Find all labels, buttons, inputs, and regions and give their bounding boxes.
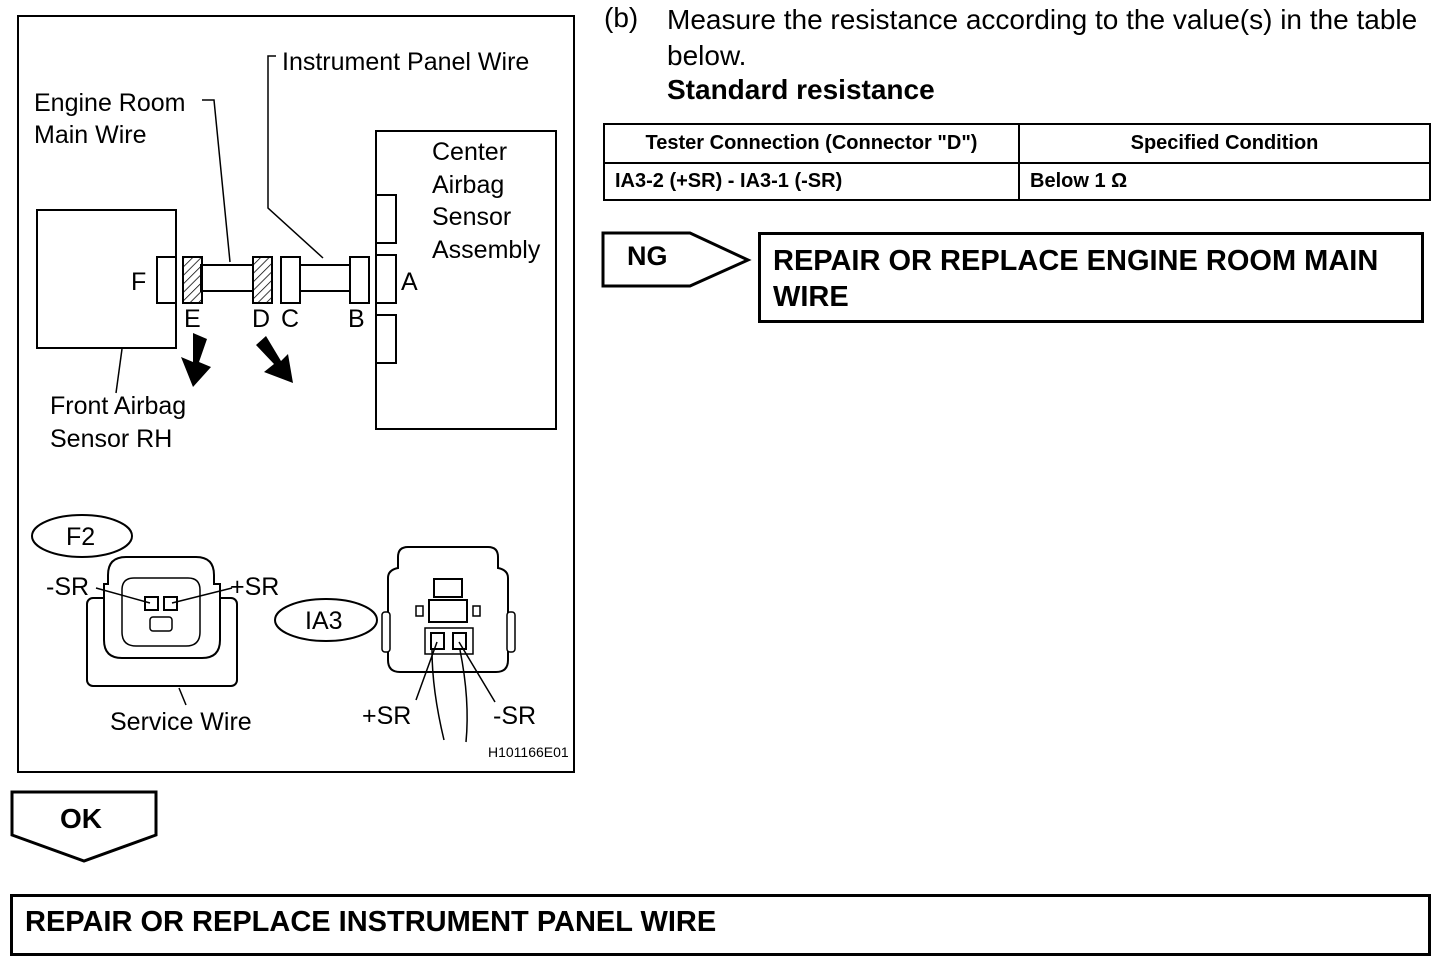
- ng-result-box: REPAIR OR REPLACE ENGINE ROOM MAIN WIRE: [758, 232, 1424, 323]
- table-header-row: Tester Connection (Connector "D") Specif…: [603, 123, 1431, 164]
- ia3-neg-pin-label: -SR: [493, 702, 536, 730]
- table-cell: IA3-2 (+SR) - IA3-1 (-SR): [603, 162, 1020, 201]
- f2-pin-neg: [144, 596, 159, 611]
- f2-pos-pin-label: +SR: [230, 573, 279, 601]
- engine-room-label-2: Main Wire: [34, 121, 147, 149]
- connector-e-label: E: [184, 305, 201, 333]
- connector-b-label: B: [348, 305, 365, 333]
- ok-result-box: REPAIR OR REPLACE INSTRUMENT PANEL WIRE: [10, 894, 1431, 956]
- front-airbag-leader: [115, 348, 123, 394]
- step-letter: (b): [604, 2, 639, 33]
- center-sensor-socket-1: [375, 194, 397, 244]
- engine-room-wire-leader: [202, 99, 231, 263]
- instrument-panel-wire-leader: [267, 55, 324, 259]
- f2-neg-leader: [95, 587, 151, 604]
- connector-f-label: F: [131, 268, 146, 296]
- table-row: IA3-2 (+SR) - IA3-1 (-SR) Below 1 Ω: [603, 162, 1431, 201]
- ia3-connector-label: IA3: [305, 607, 343, 635]
- f2-pin-pos: [163, 596, 178, 611]
- ia3-dot-left: [415, 605, 424, 617]
- front-airbag-label-2: Sensor RH: [50, 425, 172, 453]
- ok-label: OK: [60, 803, 102, 834]
- f2-connector-label: F2: [66, 523, 95, 551]
- center-sensor-socket-3: [375, 314, 397, 364]
- front-airbag-sensor-box: [36, 209, 177, 349]
- ia3-harness: [431, 649, 468, 743]
- ia3-pin-1: [452, 632, 467, 650]
- ia3-connector-tag: [274, 598, 378, 642]
- figure-code: H101166E01: [488, 744, 569, 760]
- f2-key: [149, 616, 173, 632]
- engine-room-main-wire: [200, 264, 254, 292]
- front-airbag-label-1: Front Airbag: [50, 392, 186, 420]
- f2-pos-leader: [171, 587, 233, 604]
- instrument-panel-wire: [299, 264, 351, 292]
- center-sensor-socket-a: [375, 254, 397, 304]
- ia3-neg-probe: [458, 641, 496, 703]
- center-airbag-label-1: Center: [432, 138, 507, 166]
- center-airbag-label-4: Assembly: [432, 236, 541, 264]
- ng-arrow-icon: [601, 231, 752, 288]
- service-wire-leader: [178, 687, 187, 706]
- ia3-latch-slot: [428, 599, 468, 623]
- ok-arrow-icon: [10, 790, 158, 863]
- wiring-diagram: Instrument Panel Wire Engine Room Main W…: [17, 15, 575, 773]
- ng-label: NG: [627, 241, 668, 271]
- f2-neg-pin-label: -SR: [46, 573, 89, 601]
- standard-resistance-heading: Standard resistance: [667, 74, 935, 105]
- connector-d-label: D: [252, 305, 270, 333]
- connector-e: [182, 256, 203, 304]
- instrument-panel-wire-label: Instrument Panel Wire: [282, 48, 529, 76]
- table-cell: Below 1 Ω: [1018, 162, 1431, 201]
- center-airbag-label-3: Sensor: [432, 203, 511, 231]
- engine-room-label-1: Engine Room: [34, 89, 185, 117]
- f2-connector-tag: [31, 514, 133, 558]
- disconnect-arrow-e-icon: [181, 333, 211, 387]
- ia3-pos-pin-label: +SR: [362, 702, 411, 730]
- ia3-pos-probe: [415, 641, 438, 701]
- connector-d: [252, 256, 273, 304]
- table-header-cell: Specified Condition: [1018, 123, 1431, 164]
- service-wire-label: Service Wire: [110, 708, 252, 736]
- connector-f: [156, 256, 177, 304]
- ia3-latch: [433, 578, 463, 598]
- center-airbag-label-2: Airbag: [432, 171, 504, 199]
- connector-b: [349, 256, 370, 304]
- step-instruction: Measure the resistance according to the …: [667, 4, 1418, 71]
- table-header-cell: Tester Connection (Connector "D"): [603, 123, 1020, 164]
- diagram-frame: [17, 15, 575, 773]
- resistance-table: Tester Connection (Connector "D") Specif…: [603, 123, 1431, 201]
- connector-c-label: C: [281, 305, 299, 333]
- connector-c: [280, 256, 301, 304]
- connector-a-label: A: [401, 268, 418, 296]
- f2-connector-inner: [121, 577, 201, 647]
- ia3-side-tab-right: [506, 611, 516, 653]
- ia3-pin-2: [430, 632, 445, 650]
- ia3-dot-right: [472, 605, 481, 617]
- disconnect-arrow-d-icon: [256, 336, 293, 383]
- ia3-side-tab-left: [381, 611, 391, 653]
